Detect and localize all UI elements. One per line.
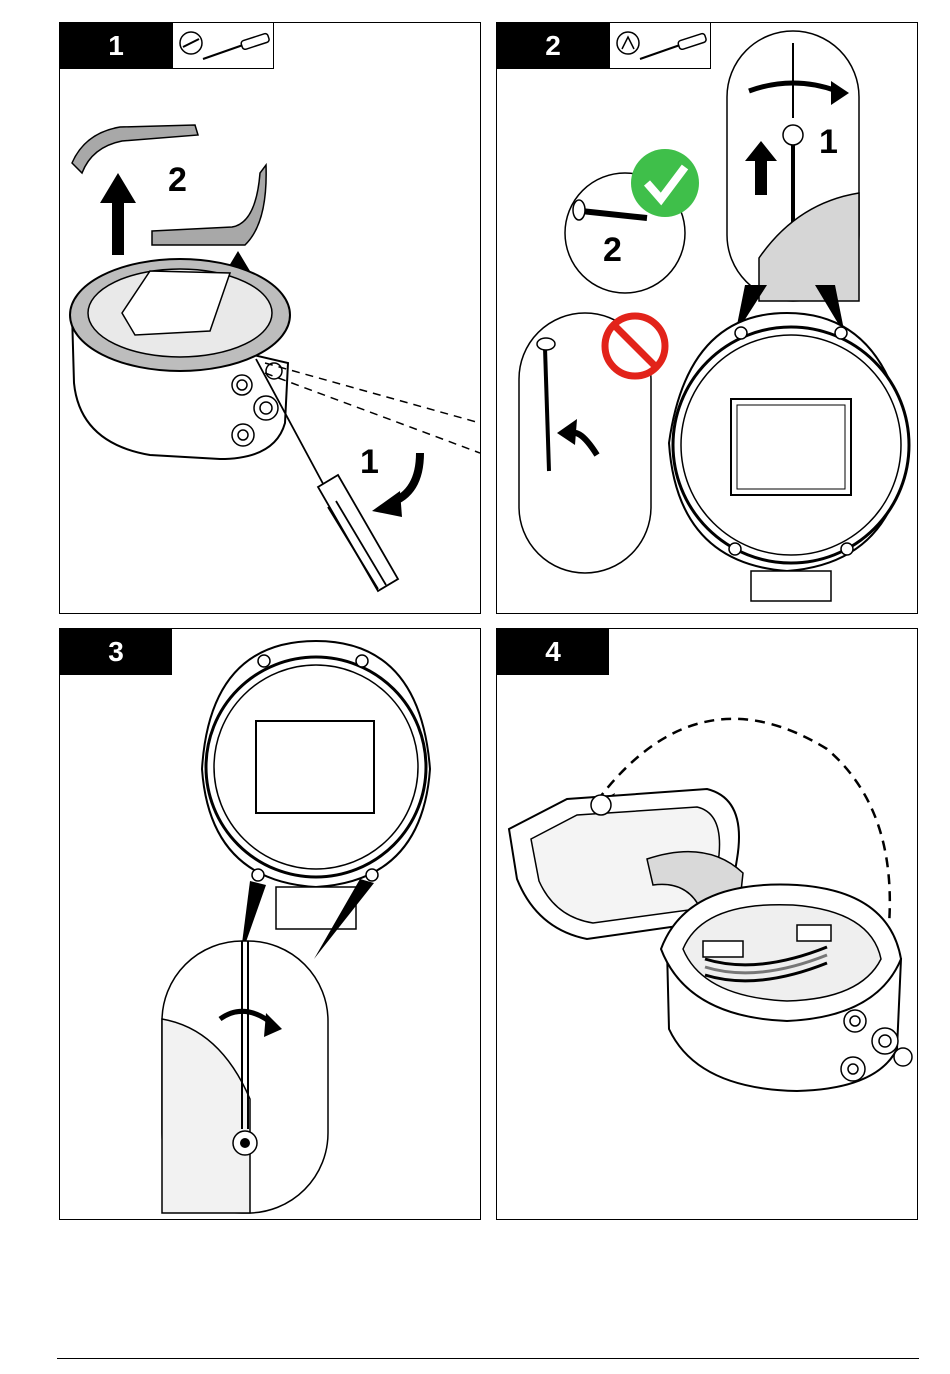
display-window xyxy=(731,399,851,495)
step-4-illustration xyxy=(497,629,918,1220)
glands-bottom xyxy=(751,571,831,601)
display-window xyxy=(256,721,374,813)
callout-2: 2 xyxy=(603,231,622,270)
footer-rule xyxy=(57,1358,919,1359)
callout-1: 1 xyxy=(819,123,838,162)
green-check-icon xyxy=(631,149,699,217)
callout-2: 2 xyxy=(168,161,187,200)
step-3-panel: 3 xyxy=(59,628,481,1220)
step-1-panel: 1 xyxy=(59,22,481,614)
step-2-panel: 2 xyxy=(496,22,918,614)
callout-1: 1 xyxy=(360,443,379,482)
up-arrow-icon xyxy=(100,173,136,255)
step-2-illustration xyxy=(497,23,918,614)
step-4-panel: 4 xyxy=(496,628,918,1220)
step-3-illustration xyxy=(60,629,481,1220)
step-1-illustration xyxy=(60,23,481,614)
